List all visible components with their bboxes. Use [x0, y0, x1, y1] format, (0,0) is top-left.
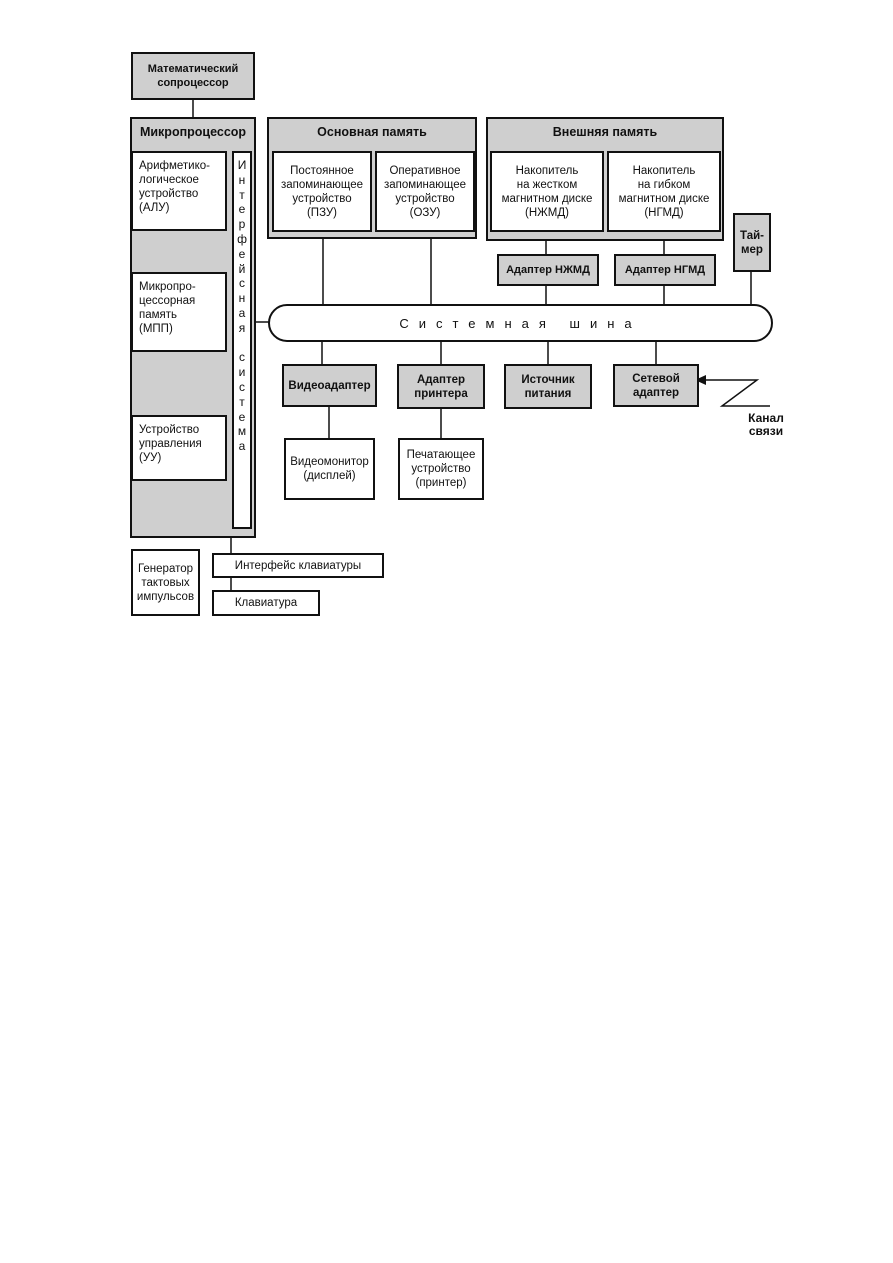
main-memory-title: Основная память — [317, 125, 427, 139]
interface-letter: и — [238, 365, 246, 380]
video-monitor-box: Видеомонитор (дисплей) — [284, 438, 375, 500]
interface-letter — [240, 336, 243, 351]
interface-letter: н — [238, 172, 246, 187]
interface-letter: р — [238, 217, 246, 232]
power-supply-box: Источник питания — [504, 364, 592, 409]
interface-system-box — [232, 151, 252, 529]
interface-letter: ф — [237, 231, 247, 246]
math-coprocessor-box: Математический сопроцессор — [131, 52, 255, 100]
microprocessor-title: Микропроцессор — [139, 125, 247, 139]
system-bus: Системная шина — [268, 304, 773, 342]
interface-letter: И — [237, 158, 247, 172]
interface-letter: а — [238, 439, 246, 454]
alu-box: Арифметико- логическое устройство (АЛУ) — [131, 151, 227, 231]
hdd-adapter-box: Адаптер НЖМД — [497, 254, 599, 286]
interface-letter: с — [239, 350, 245, 365]
network-adapter-box: Сетевой адаптер — [613, 364, 699, 407]
fdd-adapter-box: Адаптер НГМД — [614, 254, 716, 286]
printer-box: Печатающее устройство (принтер) — [398, 438, 484, 500]
keyboard-box: Клавиатура — [212, 590, 320, 616]
rom-box: Постоянное запоминающее устройство (ПЗУ) — [272, 151, 372, 232]
interface-letter: е — [238, 202, 246, 217]
control-unit-box: Устройство управления (УУ) — [131, 415, 227, 481]
interface-letter: с — [239, 276, 245, 291]
clock-generator-box: Генератор тактовых импульсов — [131, 549, 200, 616]
video-adapter-box: Видеоадаптер — [282, 364, 377, 407]
interface-letter: т — [239, 187, 245, 202]
external-memory-title: Внешняя память — [552, 125, 658, 139]
printer-adapter-box: Адаптер принтера — [397, 364, 485, 409]
interface-letter: й — [238, 261, 246, 276]
interface-letter: н — [238, 291, 246, 306]
channel-zigzag — [698, 379, 770, 407]
timer-box: Тай- мер — [733, 213, 771, 272]
channel-arrowhead — [695, 375, 706, 385]
interface-letter: я — [238, 320, 246, 335]
interface-letter: е — [238, 246, 246, 261]
interface-letter: е — [238, 409, 246, 424]
interface-letter: с — [239, 379, 245, 394]
interface-letter: а — [238, 305, 246, 320]
interface-letter: т — [239, 394, 245, 409]
interface-letter: м — [237, 424, 247, 439]
hdd-box: Накопитель на жестком магнитном диске (Н… — [490, 151, 604, 232]
keyboard-interface-box: Интерфейс клавиатуры — [212, 553, 384, 578]
channel-label: Канал связи — [748, 411, 784, 438]
mpp-box: Микропро- цессорная память (МПП) — [131, 272, 227, 352]
fdd-box: Накопитель на гибком магнитном диске (НГ… — [607, 151, 721, 232]
ram-box: Оперативное запоминающее устройство (ОЗУ… — [375, 151, 475, 232]
